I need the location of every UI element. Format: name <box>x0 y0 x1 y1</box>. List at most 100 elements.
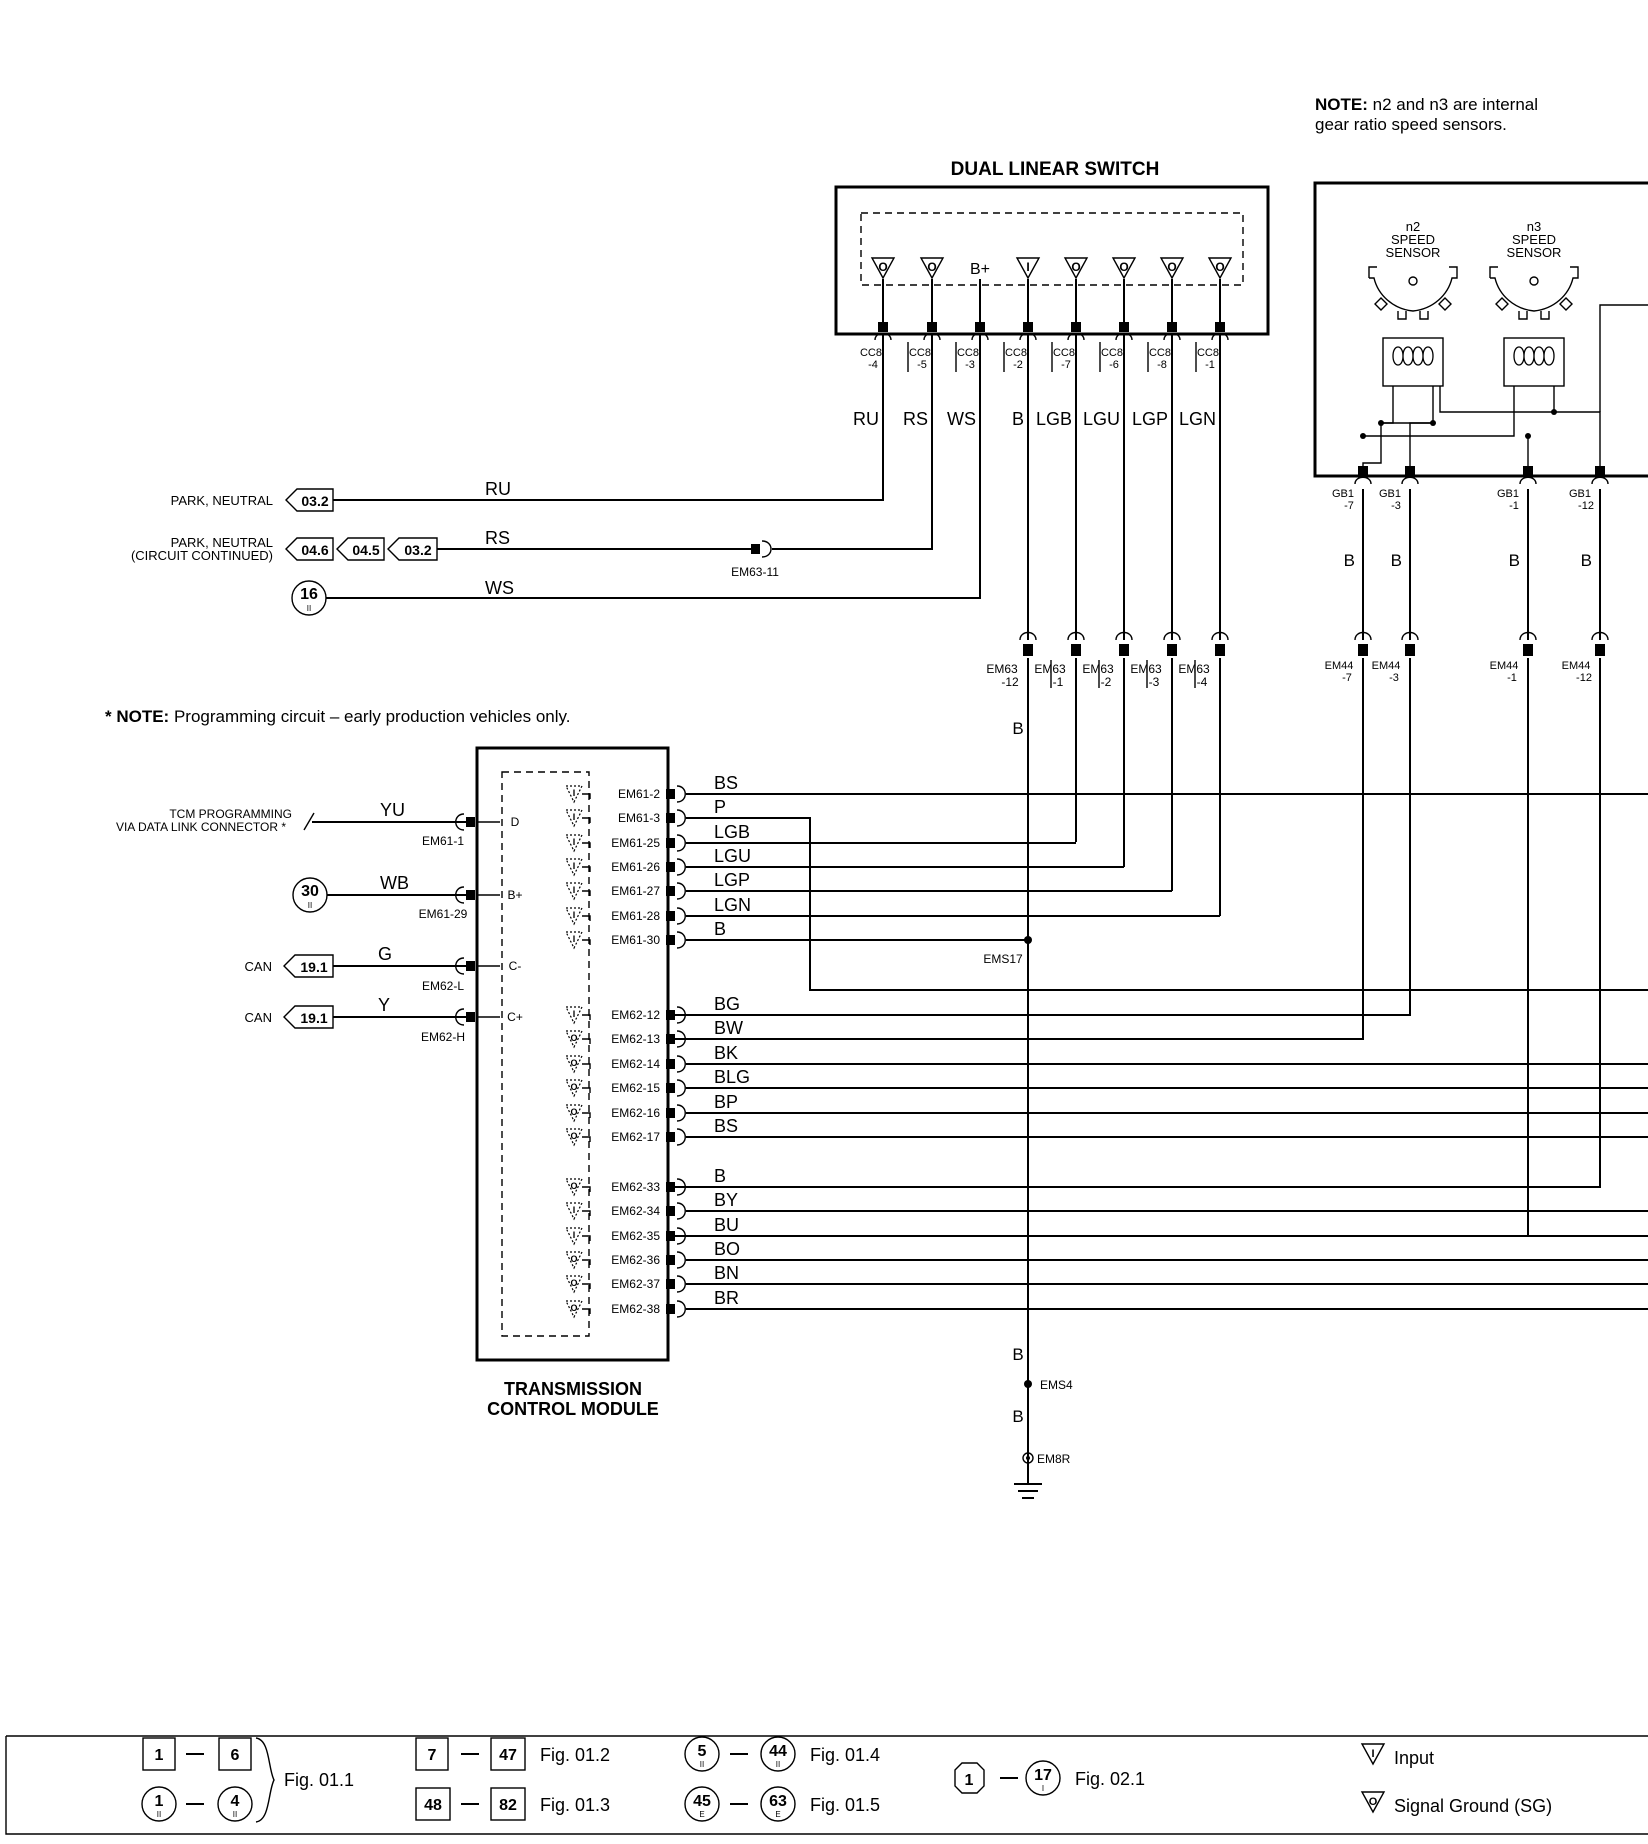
pin-number: -3 <box>965 359 975 371</box>
connector-pin <box>1023 644 1033 656</box>
signal-ground-symbol-icon: O <box>871 257 895 279</box>
legend-ref-sub: II <box>157 1810 161 1819</box>
pin-number: -7 <box>1061 359 1071 371</box>
pin-glyph: O <box>1071 260 1080 274</box>
em63-pin: EM63-2 <box>1082 631 1133 689</box>
input-symbol-icon: I <box>565 907 583 925</box>
note-label: NOTE: <box>1315 95 1368 114</box>
pin-number: -3 <box>1389 672 1399 684</box>
legend-fig: Fig. 01.2 <box>540 1745 610 1765</box>
em63-pin: EM63-4 <box>1178 631 1229 689</box>
signal-ground-symbol-icon: O <box>1208 257 1232 279</box>
pin-glyph: O <box>570 1082 577 1092</box>
connector-pin <box>1405 644 1415 656</box>
tcm-title: CONTROL MODULE <box>487 1399 659 1419</box>
connector-socket <box>1401 476 1419 485</box>
pin-connector: EM62-35 <box>611 1229 660 1243</box>
dual-linear-switch: DUAL LINEAR SWITCH OCC8-4RUOCC8-5RSB+CC8… <box>834 159 1270 429</box>
connector-pin <box>666 886 675 896</box>
wire-rs <box>772 333 933 550</box>
pin-glyph: O <box>570 1131 577 1141</box>
pin-connector: GB1 <box>1379 488 1401 500</box>
pin-number: -7 <box>1344 500 1354 512</box>
wire-b <box>675 658 1601 1188</box>
connector-pin <box>666 1206 675 1216</box>
page-ref: 19.1 <box>300 959 327 975</box>
speed-sensor-module: n2 SPEED SENSOR n3 SPEED SENSOR GB1-7BGB… <box>1313 181 1648 570</box>
input-symbol-icon: I <box>565 809 583 827</box>
connector-socket <box>455 813 465 831</box>
legend-fig: Fig. 01.5 <box>810 1795 880 1815</box>
page-ref: 04.6 <box>301 542 328 558</box>
pin-connector: EM62-16 <box>611 1106 660 1120</box>
tcm-input-pin: C- <box>455 957 521 975</box>
connector-socket <box>676 809 686 827</box>
wire-label: P <box>714 797 726 817</box>
break-mark <box>303 812 315 831</box>
pin-number: -3 <box>1391 500 1401 512</box>
sensor-module-body <box>1313 181 1648 478</box>
em63-pin: EM63-12 <box>986 631 1037 689</box>
wire-label: WB <box>380 873 409 893</box>
coil-icon <box>1382 337 1444 387</box>
pin-number: -4 <box>868 359 878 371</box>
connector-pin <box>751 544 760 554</box>
legend-ref: 45 <box>693 1793 711 1810</box>
legend-ref: 48 <box>424 1797 442 1814</box>
signal-ground-symbol-icon: O <box>565 1079 583 1097</box>
splice-label: EMS4 <box>1040 1378 1073 1392</box>
tcm-programming-label: VIA DATA LINK CONNECTOR * <box>116 820 286 834</box>
legend-fig: Fig. 01.4 <box>810 1745 880 1765</box>
wire-label: BU <box>714 1215 739 1235</box>
pin-glyph: O <box>570 1254 577 1264</box>
connector-socket <box>676 1178 686 1196</box>
pin-connector: EM62-37 <box>611 1277 660 1291</box>
left-circuits: PARK, NEUTRAL 03.2 RU PARK, NEUTRAL (CIR… <box>131 333 981 616</box>
connector-pin <box>466 961 475 971</box>
pin-glyph: I <box>573 1009 576 1019</box>
pin-glyph: I <box>573 861 576 871</box>
pin-glyph: C+ <box>507 1010 523 1024</box>
em63-pin: EM63-3 <box>1130 631 1181 689</box>
connector-pin <box>666 1083 675 1093</box>
wire-label: LGN <box>714 895 751 915</box>
connector-pin <box>1595 644 1605 656</box>
legend-ref: 17 <box>1034 1767 1052 1784</box>
signal-ground-symbol-icon: O <box>1112 257 1136 279</box>
connector-socket <box>676 1300 686 1318</box>
programming-note: * NOTE: Programming circuit – early prod… <box>105 707 571 726</box>
wire-label: RU <box>485 479 511 499</box>
park-neutral-cont-label: (CIRCUIT CONTINUED) <box>131 548 273 563</box>
em63-pin: EM63-1 <box>1034 631 1085 689</box>
pin-connector: EM44 <box>1372 660 1401 672</box>
pin-glyph: D <box>511 815 520 829</box>
connector-socket <box>676 785 686 803</box>
input-symbol-icon: I <box>565 882 583 900</box>
pin-glyph: B+ <box>507 888 522 902</box>
connector-socket <box>1591 476 1609 485</box>
legend-ref: 4 <box>231 1793 240 1810</box>
wire-label: G <box>378 944 392 964</box>
pin-connector: EM62-13 <box>611 1032 660 1046</box>
pin-glyph: I <box>573 934 576 944</box>
connector-pin <box>1119 644 1129 656</box>
legend-ref: 6 <box>231 1747 240 1764</box>
pin-connector: CC8 <box>1005 347 1027 359</box>
connector-socket <box>676 1251 686 1269</box>
connector-socket <box>1401 631 1419 641</box>
connector-socket <box>676 882 686 900</box>
pin-connector: EM62-14 <box>611 1057 660 1071</box>
tcm-title: TRANSMISSION <box>504 1379 642 1399</box>
ground-eyelet <box>1022 1452 1034 1464</box>
pin-connector: EM61-25 <box>611 836 660 850</box>
pin-number: -1 <box>1507 672 1517 684</box>
connector-socket <box>676 931 686 949</box>
wire-label: BS <box>714 1116 738 1136</box>
